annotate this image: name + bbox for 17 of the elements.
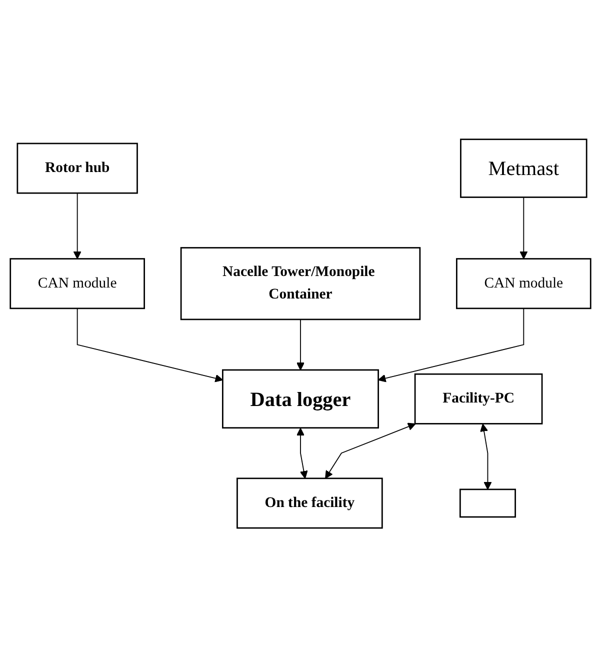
node-box: CAN module xyxy=(10,258,145,309)
arrow xyxy=(296,428,308,479)
arrow xyxy=(480,424,492,490)
node-box: On the facility xyxy=(236,478,383,529)
node-box: Nacelle Tower/Monopile Container xyxy=(180,246,421,320)
arrow xyxy=(73,192,82,259)
node-box: Rotor hub xyxy=(16,142,138,194)
arrow xyxy=(378,308,524,382)
node-box: Metmast xyxy=(460,138,588,198)
node-box xyxy=(459,488,516,518)
arrow xyxy=(520,196,528,259)
arrow xyxy=(325,422,416,479)
node-box: Data logger xyxy=(222,369,379,428)
arrow xyxy=(76,308,224,382)
node-box: CAN module xyxy=(456,258,592,309)
arrow xyxy=(296,318,305,370)
node-box: Facility-PC xyxy=(414,373,543,424)
